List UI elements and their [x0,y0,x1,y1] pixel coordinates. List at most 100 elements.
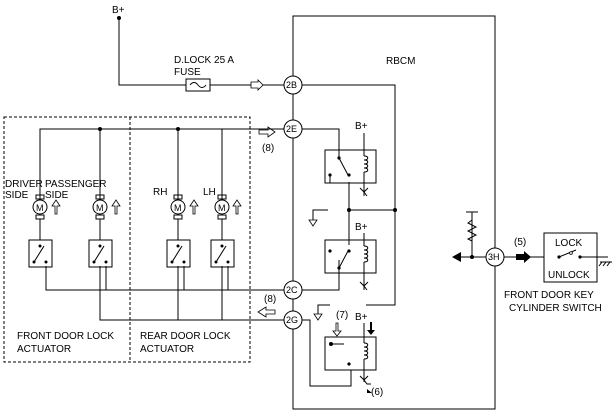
switch-blade [93,245,105,263]
arrow-up-icon [232,199,242,215]
motor-driver: M [32,194,61,240]
motor-passenger: M [92,194,121,240]
lh-label: LH [203,187,216,198]
note-5: (5) [514,237,526,248]
motor-label: M [96,203,104,213]
switch-contact [32,260,36,264]
rbcm-internal-wiring [302,84,486,387]
relay-2: B+ [324,222,377,291]
unlock-bus [45,266,284,291]
note-8-lower: (8) [264,294,276,305]
actuator-switch-driver [28,239,53,268]
transistor-icon [359,187,369,197]
ground-icon [598,261,612,267]
fuse-name-label: FUSE [174,67,201,78]
relay-1-contact [347,173,351,177]
front-actuator-label-1: FRONT DOOR LOCK [17,331,114,342]
ground-icon [313,313,323,321]
motor-label: M [218,203,226,213]
connector-2b-label: 2B [286,80,297,90]
passenger-side-label-1: PASSENGER [45,179,107,190]
motor-cap [95,194,105,200]
supply-wire [118,18,186,86]
relay-2-switch [338,250,349,269]
connector-2c-label: 2C [286,285,298,295]
relay-3-coil [363,342,369,360]
driver-side-label-2: SIDE [5,190,29,201]
fuse-rating-label: D.LOCK 25 A [174,55,234,66]
switch-contact [220,244,224,248]
switch-contact [214,260,218,264]
junction-dot [393,208,397,212]
lock-signal-bus [99,266,284,321]
wire-ground-1 [312,209,328,220]
arrow-right-solid-icon [516,251,531,263]
motor-cap [173,214,183,220]
switch-blade [215,245,227,263]
actuator-switch-lh [210,239,235,268]
connector-2e: 2E [283,119,303,139]
relay-2-bplus: B+ [355,222,368,233]
switch-lock-label: LOCK [555,238,583,249]
connector-2g-label: 2G [286,315,298,325]
switch-contact [182,260,186,264]
relay-2-contact [328,249,332,253]
switch-contact [104,260,108,264]
pullup-resistor [466,219,478,242]
connector-2b: 2B [283,75,303,95]
switch-blade [171,245,183,263]
switch-contact [44,260,48,264]
motor-rh: M [170,194,199,240]
rh-label: RH [153,187,167,198]
arrow-left-icon [452,252,461,262]
transistor-icon [359,281,369,291]
connector-2g: 2G [283,310,303,330]
relay-3-contact [347,362,351,366]
actuator-area [3,116,284,363]
rear-actuator-label-2: ACTUATOR [140,344,194,355]
note-8-upper: (8) [262,143,274,154]
arrow-small-icon [367,389,372,393]
relay-3-bplus: B+ [355,312,368,323]
rbcm-label: RBCM [386,56,415,67]
key-switch-label-1: FRONT DOOR KEY [504,290,594,301]
motor-cap [35,194,45,200]
actuator-switch-passenger [88,239,113,268]
arrow-down-hollow-icon [332,322,342,337]
actuator-outline [3,116,251,363]
fuse-element [189,82,207,88]
front-actuator-label-2: ACTUATOR [17,344,71,355]
motor-cap [217,214,227,220]
motor-icon [92,199,108,215]
wire-ground-2 [317,304,330,314]
motor-lh: M [214,194,242,240]
switch-contact [38,244,42,248]
connector-3h-label: 3H [488,252,500,262]
motor-icon [32,199,48,215]
connector-3h: 3H [485,247,505,267]
motor-cap [217,194,227,200]
motor-cap [95,214,105,220]
wire-2g-relay3 [302,319,352,387]
switch-box [166,239,191,268]
switch-box [28,239,53,268]
relay-common-bus [348,182,395,211]
switch-blade [33,245,45,263]
switch-contact [569,251,573,255]
current-arrow-icon [250,79,264,91]
arrow-left-2g-icon [257,306,276,318]
switch-contact [92,260,96,264]
relay-3: B+ (7) (6) [324,310,383,398]
actuator-switch-rh [166,239,191,268]
wire-2e-relay1 [302,128,340,157]
arrow-up-icon [51,199,61,215]
motor-icon [214,199,230,215]
switch-contact [170,260,174,264]
arrow-up-icon [111,199,121,215]
arrow-down-solid-icon [367,322,375,335]
arrow-up-icon [189,199,199,215]
relay-2-box [324,239,377,274]
motor-cap [35,214,45,220]
